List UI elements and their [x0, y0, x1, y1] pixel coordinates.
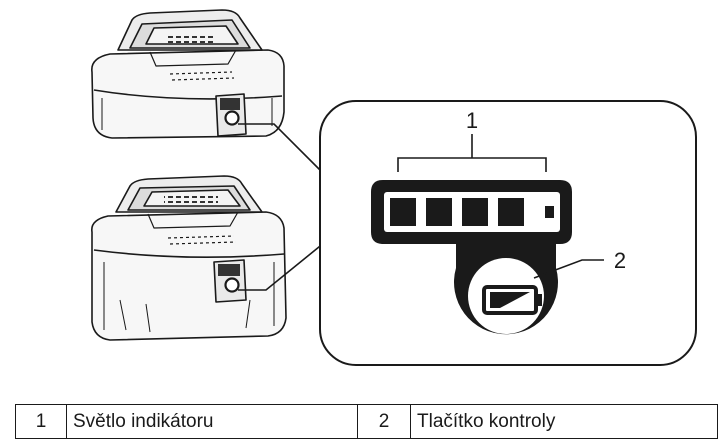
legend-label-2: Tlačítko kontroly	[410, 404, 718, 439]
legend-row: 1 Světlo indikátoru 2 Tlačítko kontroly	[15, 404, 718, 439]
battery-terminal-nub	[545, 206, 554, 218]
indicator-light-1	[390, 198, 416, 226]
callout-1: 1	[466, 108, 478, 133]
indicator-light-4	[498, 198, 524, 226]
legend-label-1: Světlo indikátoru	[66, 404, 358, 439]
button-leader-line	[533, 259, 604, 279]
indicator-bracket	[397, 134, 547, 172]
indicator-light-3	[462, 198, 488, 226]
legend-number-1: 1	[15, 404, 67, 439]
leader-lines	[238, 123, 331, 291]
legend-table: 1 Světlo indikátoru 2 Tlačítko kontroly	[15, 404, 718, 439]
battery-pack-small	[91, 9, 285, 139]
indicator-light-2	[426, 198, 452, 226]
check-button	[468, 258, 544, 334]
battery-level-icon	[482, 285, 542, 315]
battery-pack-large	[91, 175, 287, 341]
battery-indicator-diagram: 1 2	[91, 9, 697, 366]
legend-number-2: 2	[357, 404, 411, 439]
callout-2: 2	[614, 248, 626, 273]
